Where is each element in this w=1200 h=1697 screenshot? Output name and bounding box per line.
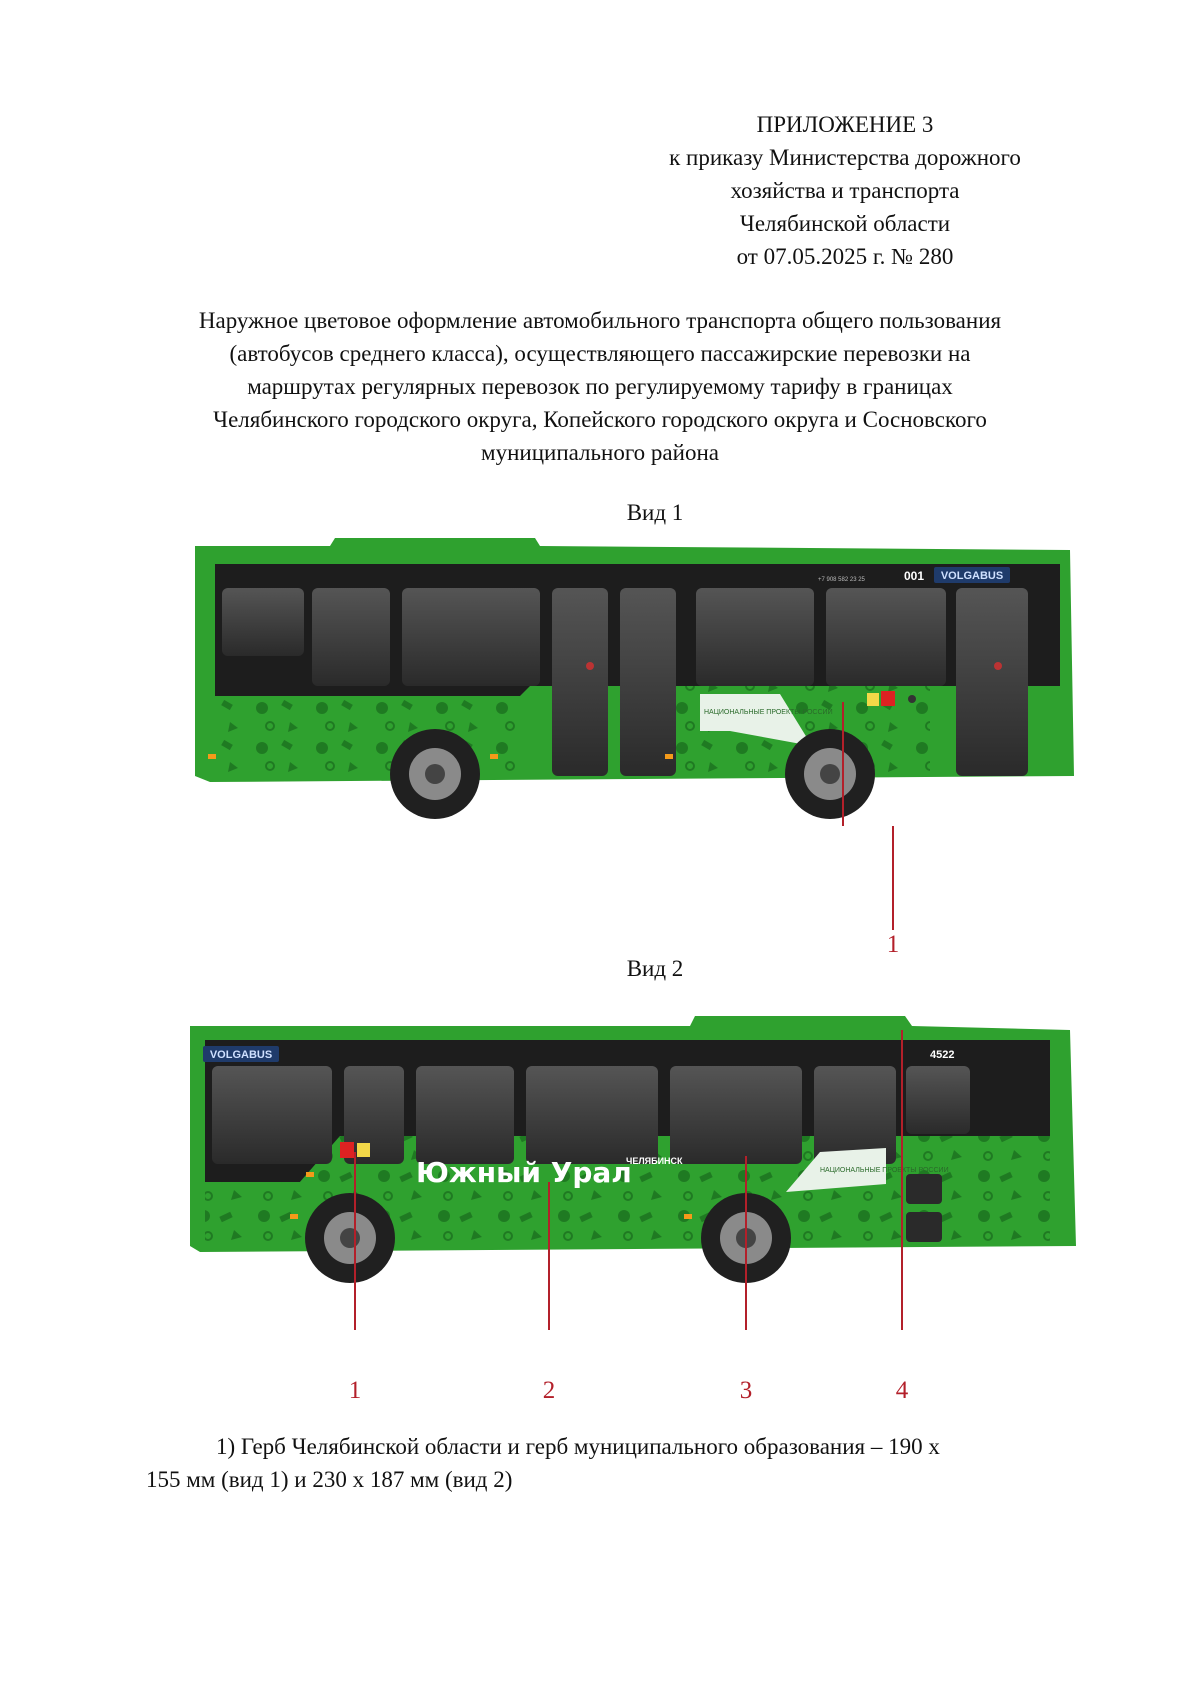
appendix-line: от 07.05.2025 г. № 280 bbox=[736, 244, 954, 269]
title-line: маршрутах регулярных перевозок по регули… bbox=[247, 374, 953, 399]
bus-window bbox=[212, 1066, 332, 1164]
bus-window bbox=[526, 1066, 658, 1164]
brand-badge bbox=[203, 1046, 279, 1062]
fleet-number: 4522 bbox=[930, 1049, 954, 1061]
brand-badge bbox=[934, 567, 1010, 583]
engine-grille bbox=[906, 1174, 942, 1204]
view-2-label: Вид 2 bbox=[626, 956, 684, 981]
phone-number: +7 908 582 23 25 bbox=[818, 577, 866, 583]
regional-coat-of-arms bbox=[340, 1142, 354, 1158]
callout-number: 2 bbox=[543, 1377, 556, 1404]
footnote-line: 155 мм (вид 1) и 230 х 187 мм (вид 2) bbox=[146, 1467, 513, 1492]
door-button bbox=[994, 662, 1002, 670]
bus-window bbox=[402, 588, 540, 686]
title-line: (автобусов среднего класса), осуществляю… bbox=[229, 341, 971, 366]
bus-view-2-illustration: VOLGABUS 4522 Южный Урал ЧЕЛЯБИНСК НАЦИО… bbox=[190, 1016, 1076, 1296]
side-marker-light bbox=[665, 754, 673, 759]
engine-grille bbox=[906, 1212, 942, 1242]
municipal-coat-of-arms bbox=[357, 1143, 370, 1157]
side-marker-light bbox=[290, 1214, 298, 1219]
marker-light bbox=[908, 695, 916, 703]
title-line: Наружное цветовое оформление автомобильн… bbox=[198, 308, 1002, 333]
callout-number: 4 bbox=[896, 1377, 909, 1404]
callout-number: 3 bbox=[740, 1377, 753, 1404]
bus-door bbox=[552, 588, 608, 776]
callout-number: 1 bbox=[887, 931, 900, 956]
appendix-line: ПРИЛОЖЕНИЕ 3 bbox=[756, 112, 934, 137]
title-line: муниципального района bbox=[481, 440, 719, 465]
national-projects-sticker bbox=[786, 1148, 886, 1192]
municipal-coat-of-arms bbox=[867, 693, 879, 706]
side-marker-light bbox=[306, 1172, 314, 1177]
rear-wheel bbox=[785, 729, 875, 819]
sticker-text: НАЦИОНАЛЬНЫЕ ПРОЕКТЫ РОССИИ bbox=[820, 1167, 949, 1174]
callout-number: 1 bbox=[349, 1377, 362, 1404]
view-1-callouts: 1 bbox=[887, 826, 900, 956]
brand-logo: VOLGABUS bbox=[210, 1049, 272, 1061]
appendix-header: ПРИЛОЖЕНИЕ 3 к приказу Министерства доро… bbox=[590, 108, 1100, 273]
front-wheel bbox=[305, 1193, 395, 1283]
bus-window bbox=[826, 588, 946, 686]
bus-window bbox=[416, 1066, 514, 1164]
footnote-line: 1) Герб Челябинской области и герб муниц… bbox=[216, 1434, 940, 1459]
bus-window bbox=[814, 1066, 896, 1164]
bus-window bbox=[906, 1066, 970, 1134]
bus-window bbox=[222, 588, 304, 656]
regional-coat-of-arms bbox=[881, 691, 895, 706]
footnote: 1) Герб Челябинской области и герб муниц… bbox=[146, 1430, 1126, 1496]
bus-view-1-illustration: НАЦИОНАЛЬНЫЕ ПРОЕКТЫ РОССИИ VOLGABUS 001… bbox=[195, 538, 1074, 826]
bus-door bbox=[956, 588, 1028, 776]
side-marker-light bbox=[490, 754, 498, 759]
title-line: Челябинского городского округа, Копейско… bbox=[213, 407, 987, 432]
brand-logo: VOLGABUS bbox=[941, 570, 1003, 582]
bus-window bbox=[344, 1066, 404, 1164]
document-title: Наружное цветовое оформление автомобильн… bbox=[100, 304, 1100, 469]
door-button bbox=[586, 662, 594, 670]
bus-window bbox=[312, 588, 390, 686]
appendix-line: к приказу Министерства дорожного bbox=[669, 145, 1021, 170]
side-marker-light bbox=[208, 754, 216, 759]
sticker-text: НАЦИОНАЛЬНЫЕ ПРОЕКТЫ РОССИИ bbox=[704, 709, 833, 716]
bus-window bbox=[696, 588, 814, 686]
side-marker-light bbox=[684, 1214, 692, 1219]
view-2-callouts: 1 2 3 4 bbox=[349, 1290, 909, 1404]
front-wheel bbox=[390, 729, 480, 819]
appendix-line: хозяйства и транспорта bbox=[730, 178, 960, 203]
slogan-text: Южный Урал bbox=[416, 1156, 632, 1189]
bus-door bbox=[620, 588, 676, 776]
bus-window bbox=[670, 1066, 802, 1164]
city-text: ЧЕЛЯБИНСК bbox=[626, 1156, 683, 1166]
national-projects-sticker bbox=[700, 694, 812, 746]
appendix-line: Челябинской области bbox=[739, 211, 951, 236]
view-1-label: Вид 1 bbox=[626, 500, 684, 525]
route-number: 001 bbox=[904, 569, 924, 583]
